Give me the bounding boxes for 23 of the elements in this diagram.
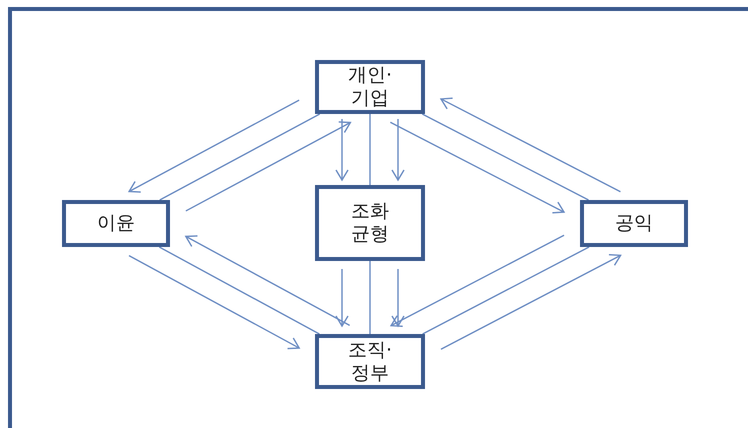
connector-line (422, 246, 590, 335)
concept-box: 조직·정부 (315, 334, 425, 389)
concept-box: 이윤 (62, 200, 170, 247)
arrow (391, 119, 405, 181)
arrow (391, 269, 405, 327)
connector-line (159, 113, 320, 201)
arrow (185, 235, 350, 326)
concept-box: 공익 (580, 200, 688, 247)
arrow (390, 234, 564, 328)
concept-box: 개인·기업 (315, 60, 425, 114)
arrow (440, 254, 622, 350)
arrow (440, 98, 621, 192)
connector-line (369, 261, 371, 334)
concept-box: 조화 균형 (315, 185, 425, 261)
arrow (335, 119, 349, 181)
arrow (128, 99, 300, 193)
connector-line (158, 246, 320, 335)
connector-line (369, 114, 371, 185)
arrow (390, 122, 565, 214)
arrow (128, 254, 300, 350)
connector-line (422, 113, 589, 201)
arrow (335, 269, 349, 327)
arrow (186, 121, 352, 212)
